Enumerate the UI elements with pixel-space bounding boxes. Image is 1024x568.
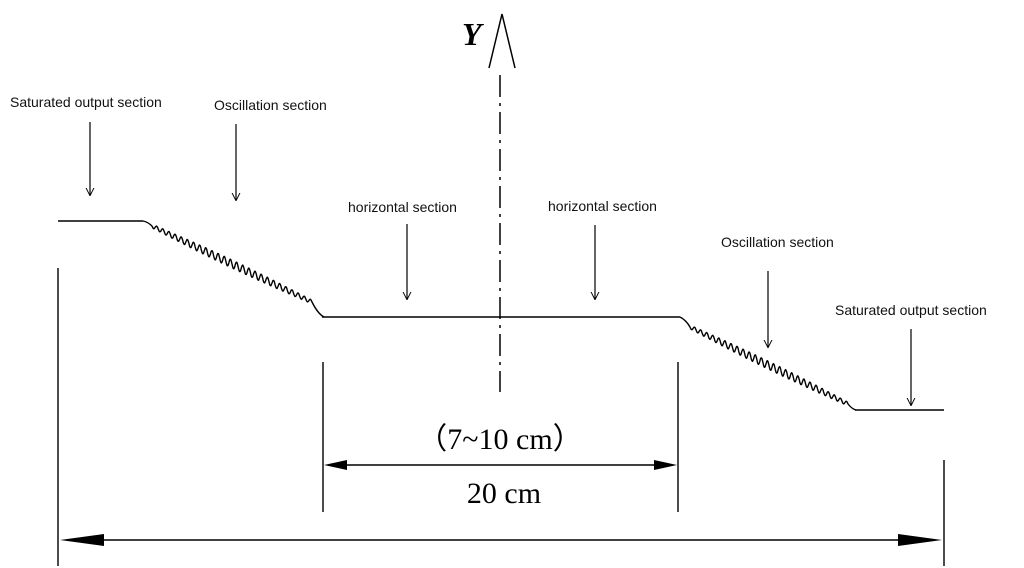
oscillation-right-curve (679, 316, 857, 411)
inner-range-label: （7~10 cm） (417, 423, 582, 456)
inner-length-label: 20 cm (467, 477, 541, 510)
inner-arrowhead-left (324, 460, 347, 470)
outer-arrowhead-left (60, 534, 104, 546)
y-axis-arrow (488, 13, 516, 69)
horizontal-left-label: horizontal section (348, 199, 457, 215)
oscillation-left-curve (142, 220, 325, 318)
y-axis-label: Y (462, 16, 484, 52)
oscillation-left-label: Oscillation section (214, 97, 327, 113)
saturated-right-label: Saturated output section (835, 302, 987, 318)
saturated-left-label: Saturated output section (10, 94, 162, 110)
outer-arrowhead-right (898, 534, 942, 546)
oscillation-right-label: Oscillation section (721, 234, 834, 250)
inner-arrowhead-right (654, 460, 677, 470)
horizontal-right-label: horizontal section (548, 198, 657, 214)
